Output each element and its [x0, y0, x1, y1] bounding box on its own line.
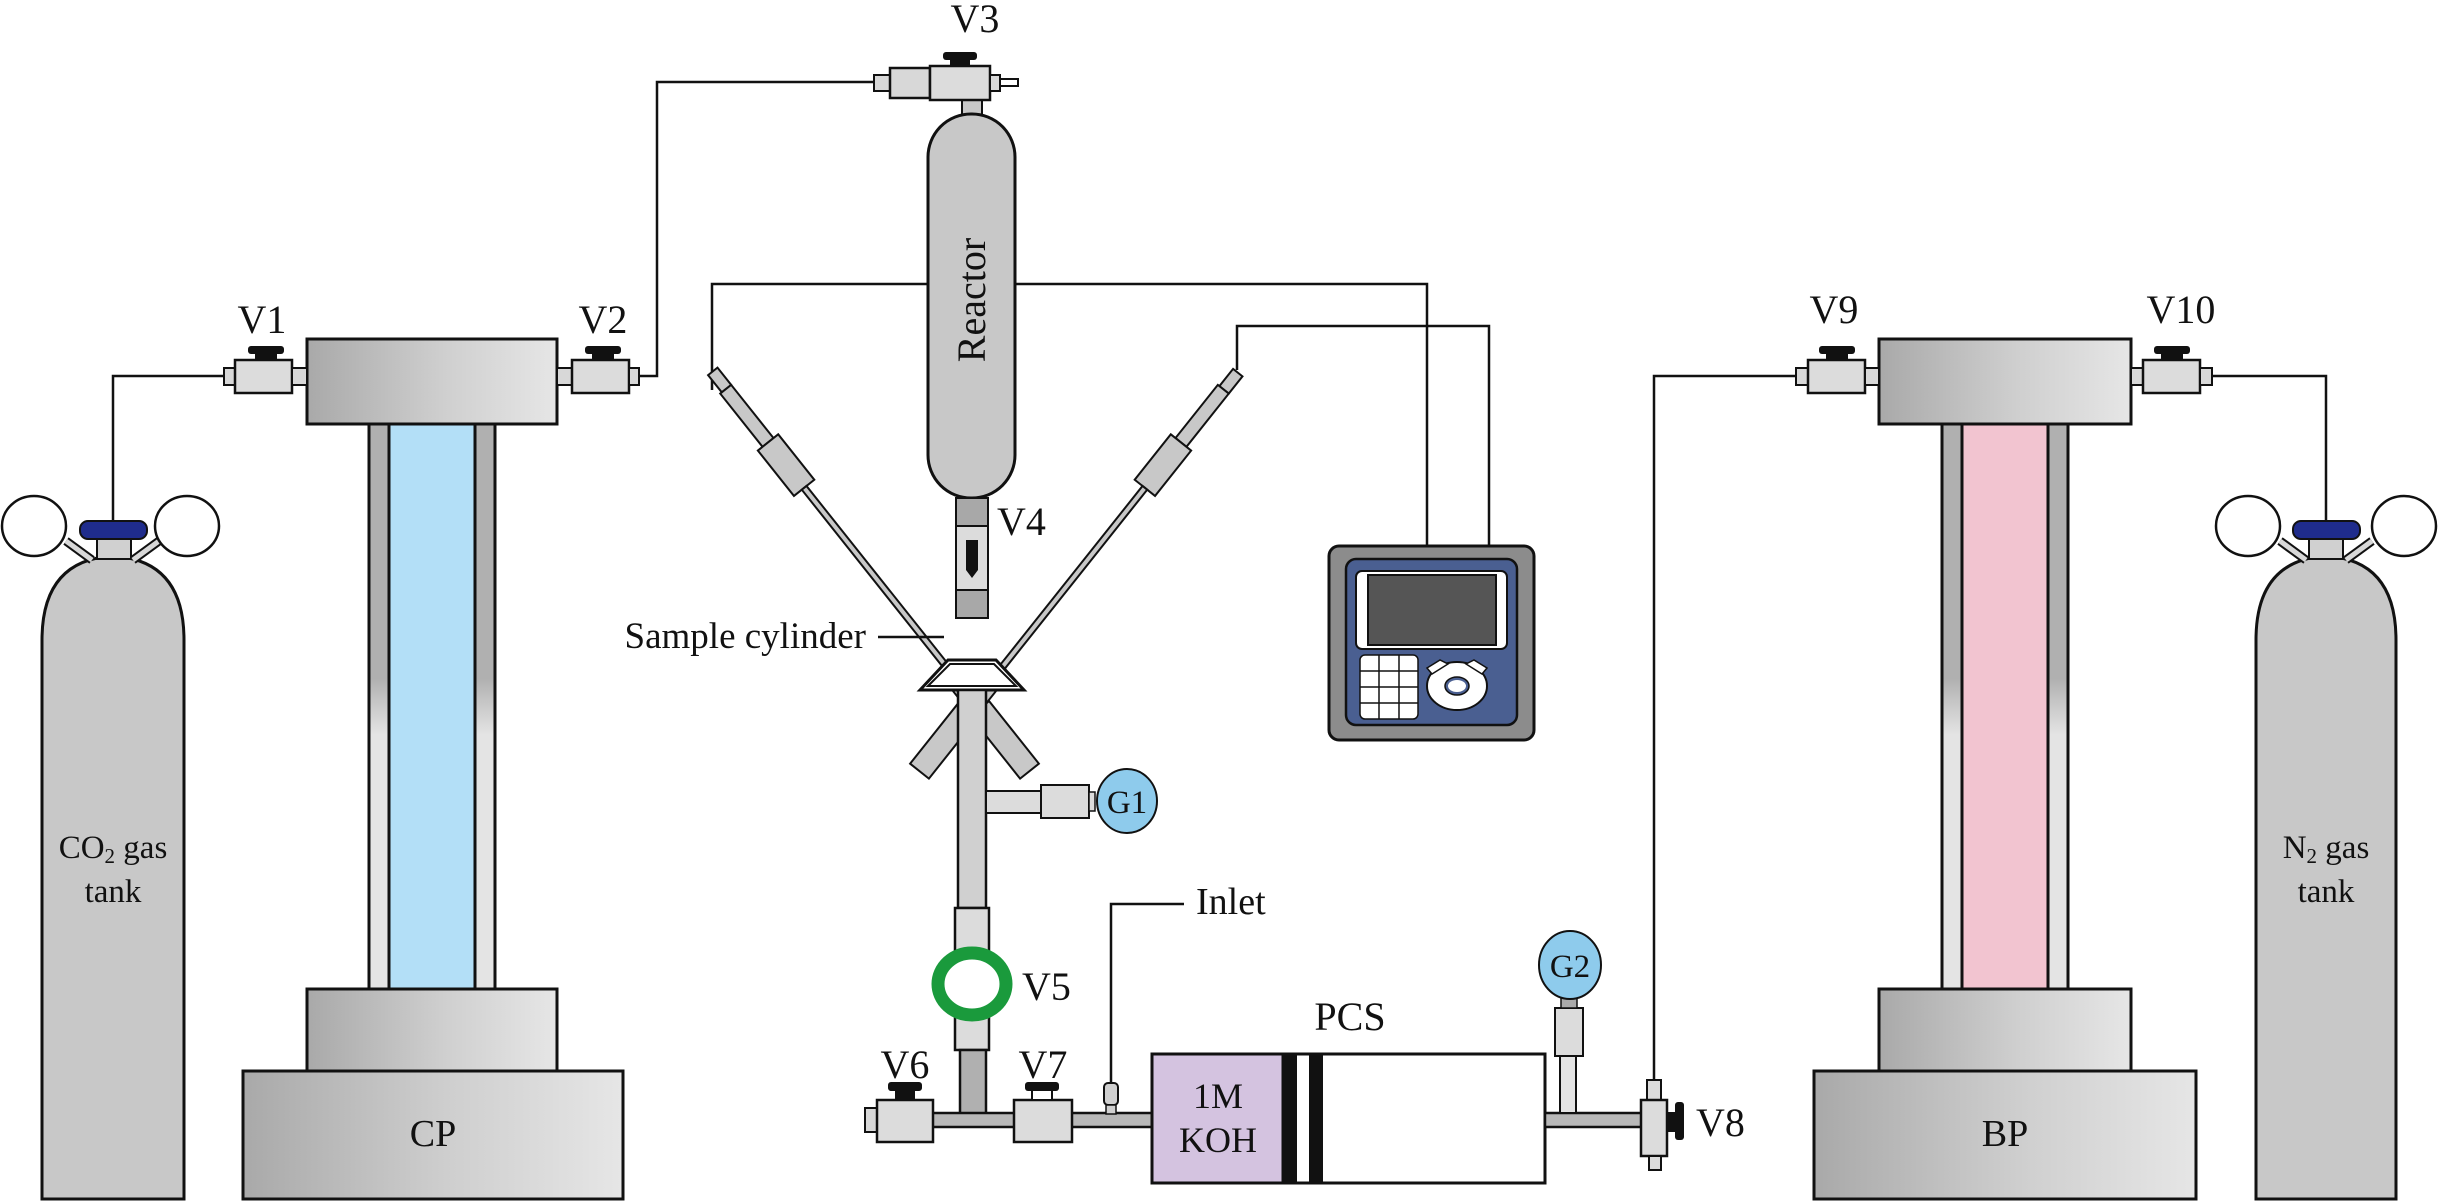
- valve-v8: V8: [1639, 1079, 1745, 1171]
- g1-label: G1: [1107, 785, 1147, 821]
- pipe-co2-v1: [111, 374, 235, 521]
- pipe-v8-v9: [1652, 374, 1806, 1080]
- gauge-g2: G2: [1538, 930, 1602, 1114]
- co2-tank-label-line2: tank: [85, 874, 142, 910]
- main-pipe-vertical: [956, 688, 988, 910]
- v10-label: V10: [2147, 287, 2216, 332]
- pressure-gauge-dial: [2370, 494, 2438, 558]
- pipe-v5-junction: [958, 1048, 988, 1117]
- valve-v4: V4: [955, 497, 1046, 619]
- wire-reactor-controller: [1015, 282, 1429, 548]
- v2-label: V2: [579, 297, 628, 342]
- temperature-controller: [1327, 544, 1536, 742]
- v6-label: V6: [881, 1042, 930, 1087]
- reactor: Reactor: [926, 95, 1017, 500]
- v3-label: V3: [951, 0, 1000, 41]
- wire-right-probe: [1235, 324, 1491, 548]
- valve-v7: V7: [1012, 1042, 1074, 1144]
- koh-fluid: [1150, 1052, 1285, 1185]
- piston-seal: [1283, 1054, 1297, 1183]
- v5-label: V5: [1022, 964, 1071, 1009]
- pressure-gauge-dial: [153, 494, 221, 558]
- navigation-dial: [1425, 659, 1489, 711]
- gauge-g1: G1: [985, 768, 1158, 834]
- n2-tank-label: N2 gas: [2283, 830, 2370, 868]
- piston-seal: [1309, 1054, 1323, 1183]
- n2-gas-tank: N2 gas tank: [2214, 494, 2438, 1201]
- v8-label: V8: [1696, 1100, 1745, 1145]
- g2-label: G2: [1550, 949, 1590, 985]
- bottom-pipe-right: [1543, 1111, 1647, 1129]
- valve-v2: V2: [556, 297, 640, 395]
- cp-fluid: [387, 422, 477, 991]
- v1-label: V1: [238, 297, 287, 342]
- koh-label-line2: KOH: [1179, 1120, 1257, 1160]
- regulator-cap: [2292, 520, 2361, 540]
- bp-label: BP: [1982, 1113, 2028, 1155]
- valve-v10: V10: [2130, 287, 2216, 395]
- n2-tank-label-line2: tank: [2298, 874, 2355, 910]
- valve-v9: V9: [1795, 287, 1880, 395]
- valve-v3: V3: [873, 0, 1019, 102]
- inlet-leader: [1109, 902, 1184, 1083]
- regulator-cap: [79, 520, 148, 540]
- bp-fluid: [1960, 422, 2050, 991]
- inlet-label: Inlet: [1196, 881, 1266, 923]
- v9-label: V9: [1810, 287, 1859, 332]
- pressure-gauge-dial: [0, 494, 68, 558]
- pcs-label: PCS: [1314, 994, 1385, 1039]
- valve-v6: V6: [864, 1042, 935, 1144]
- controller-screen: [1367, 574, 1497, 646]
- v7-label: V7: [1019, 1042, 1068, 1087]
- keypad: [1359, 654, 1419, 720]
- cp-label: CP: [410, 1113, 456, 1155]
- pipe-v10-n2: [2212, 374, 2328, 521]
- pcs-syringe: 1M KOH PCS: [1150, 994, 1547, 1185]
- valve-v5: V5: [931, 906, 1071, 1052]
- pipe-v2-v3: [639, 80, 875, 378]
- sample-cylinder-label: Sample cylinder: [625, 616, 866, 657]
- wire-left-probe: [710, 282, 928, 390]
- co2-gas-tank: CO2 gas tank: [0, 494, 221, 1201]
- valve-v1: V1: [223, 297, 308, 395]
- co2-tank-label: CO2 gas: [59, 830, 168, 868]
- inlet: Inlet: [1103, 881, 1266, 1115]
- bp-pump: BP: [1812, 337, 2198, 1201]
- pressure-gauge-dial: [2214, 494, 2282, 558]
- cp-pump: CP: [241, 337, 625, 1201]
- v4-label: V4: [997, 499, 1046, 544]
- koh-label-line1: 1M: [1193, 1076, 1243, 1116]
- reactor-label: Reactor: [949, 238, 994, 362]
